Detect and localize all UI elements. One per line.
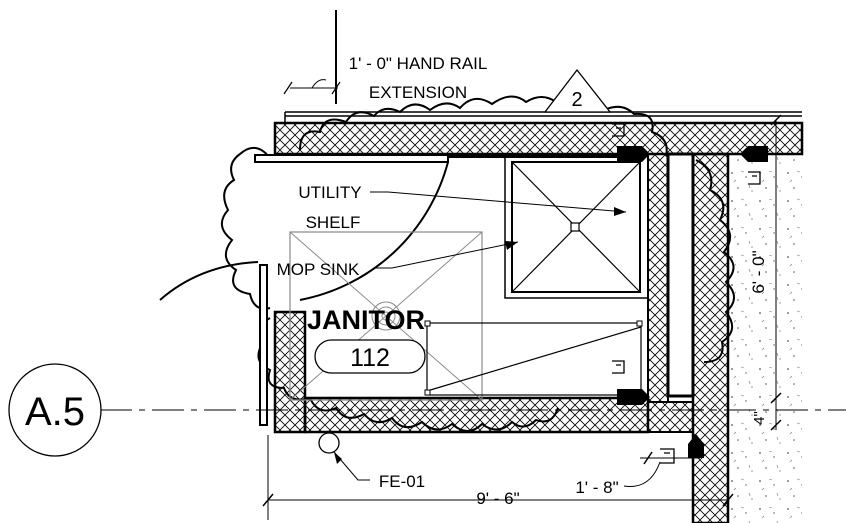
door-swing-arc — [299, 161, 449, 301]
concrete-column-fill — [728, 150, 802, 523]
fire-extinguisher-symbol — [318, 432, 340, 454]
section-tags — [617, 146, 768, 458]
grid-bubble-label: A.5 — [25, 390, 85, 434]
annotations: 1' - 0" HAND RAIL EXTENSION UTILITY SHEL… — [277, 10, 627, 491]
wall-south — [303, 396, 650, 434]
room-number: 112 — [350, 344, 390, 372]
utility-shelf — [504, 155, 649, 299]
grab-bar — [424, 320, 643, 396]
revision-tag: 2 — [543, 68, 612, 113]
revision-number: 2 — [571, 89, 582, 111]
door-leaf — [254, 154, 449, 163]
utility-label-2: SHELF — [306, 213, 361, 232]
utility-label-1: UTILITY — [298, 183, 361, 202]
door-frame — [259, 264, 268, 426]
dim-wall-offset: 4" — [751, 411, 768, 425]
wall-corner — [647, 401, 694, 433]
grid-bubble: A.5 — [8, 363, 102, 457]
mop-sink-label: MOP SINK — [277, 260, 360, 279]
wall-east-inner — [647, 153, 669, 403]
outlet-symbols — [612, 123, 761, 464]
mop-sink — [289, 231, 483, 401]
wall-north — [273, 121, 804, 156]
room-name: JANITOR — [307, 305, 425, 335]
room-tag: JANITOR 112 — [307, 305, 426, 374]
fire-extinguisher-label: FE-01 — [379, 472, 425, 491]
hand-rail-label-1: 1' - 0" HAND RAIL — [349, 54, 488, 73]
dim-room-depth: 6' - 0" — [749, 250, 768, 293]
revision-clouds — [221, 95, 735, 432]
hand-rail-label-2: EXTENSION — [369, 83, 467, 102]
dim-offset: 1' - 8" — [575, 478, 618, 497]
chase-panel — [666, 152, 695, 398]
dimensions: 9' - 6" 1' - 8" 6' - 0" 4" — [262, 114, 782, 520]
door — [159, 154, 449, 426]
dim-overall-width: 9' - 6" — [476, 489, 519, 508]
